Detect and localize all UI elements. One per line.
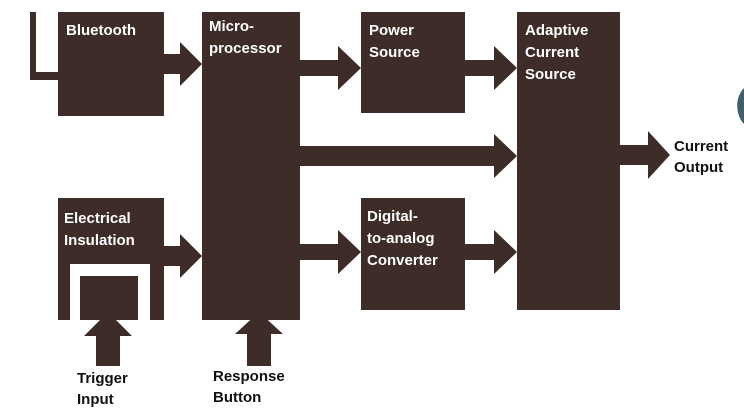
bluetooth-input-line [30, 12, 60, 80]
electrical-insulation-label: Electrical Insulation [64, 210, 135, 249]
arrow-bluetooth-to-micro [164, 42, 202, 86]
bluetooth-block [58, 12, 164, 116]
arrow-trigger-input [84, 312, 132, 366]
microprocessor-label: Micro- processor [209, 18, 282, 57]
power-source-label: Power Source [369, 22, 420, 61]
response-button-label: Response Button [213, 368, 285, 406]
arrow-dac-to-adaptive [465, 230, 517, 274]
arrow-current-output [620, 131, 670, 179]
arrow-insulation-to-micro [164, 234, 202, 278]
arrow-micro-to-dac [300, 230, 361, 274]
arrow-response-button [235, 312, 283, 366]
arrow-power-to-adaptive [465, 46, 517, 90]
adaptive-current-source-label: Adaptive Current Source [525, 22, 589, 83]
microprocessor-block [202, 12, 300, 320]
trigger-slot-inner [80, 276, 138, 320]
arrow-micro-to-power [300, 46, 361, 90]
device-edge-shape [737, 88, 744, 124]
dac-block [361, 198, 465, 310]
power-source-block [361, 12, 465, 113]
arrow-micro-to-adaptive [300, 134, 517, 178]
current-output-label: Current Output [674, 138, 729, 176]
dac-label: Digital- to-analog Converter [367, 208, 438, 269]
trigger-input-label: Trigger Input [77, 370, 128, 408]
bluetooth-label: Bluetooth [66, 22, 136, 39]
adaptive-current-source-block [517, 12, 620, 310]
